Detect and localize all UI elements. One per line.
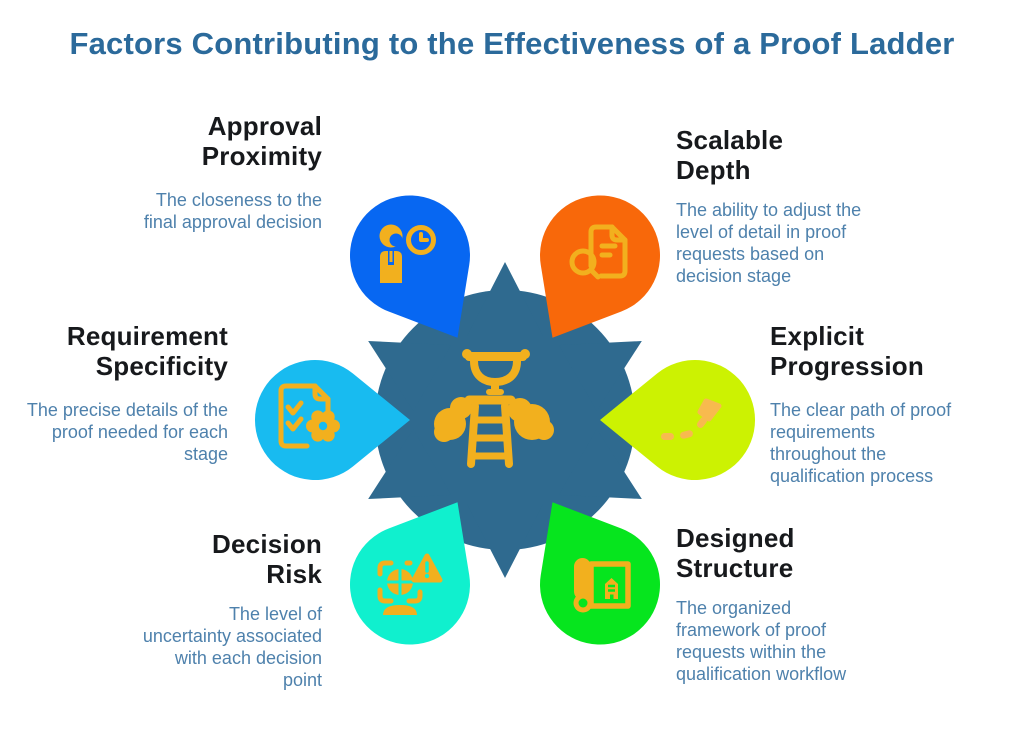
petal-decision-risk <box>350 502 470 645</box>
panel-decision-risk: Decision Risk The level of uncertainty a… <box>118 529 322 692</box>
page-title: Factors Contributing to the Effectivenes… <box>69 26 955 61</box>
petal-shape <box>350 502 470 645</box>
face-cut <box>389 233 403 247</box>
document-magnifier-icon <box>569 224 628 280</box>
factor-title: Designed Structure <box>676 523 795 583</box>
factor-title: Requirement Specificity <box>66 321 228 381</box>
roll-ring-hole <box>578 598 588 608</box>
petal-explicit-progression <box>600 360 756 480</box>
person-warning-icon <box>377 553 443 615</box>
panel-designed-structure: Designed Structure The organized framewo… <box>676 523 894 686</box>
factor-title: Decision Risk <box>212 529 322 589</box>
ladder-icon <box>464 395 516 468</box>
petal-approval-proximity <box>350 195 470 338</box>
petal-shape <box>350 195 470 338</box>
person-clock-icon <box>379 224 436 283</box>
factor-title: Scalable Depth <box>676 125 784 185</box>
gear-icon <box>306 410 340 442</box>
factor-title: Approval Proximity <box>201 111 322 171</box>
petal-designed-structure <box>540 502 660 645</box>
petal-scalable-depth <box>540 195 660 338</box>
factor-description: The ability to adjust the level of detai… <box>676 199 862 286</box>
exclamation-dot <box>424 573 430 579</box>
panel-explicit-progression: Explicit Progression The clear path of p… <box>770 321 982 488</box>
building-door <box>610 594 614 599</box>
factor-description: The organized framework of proof request… <box>676 597 847 684</box>
checklist-gear-icon <box>278 383 340 449</box>
panel-scalable-depth: Scalable Depth The ability to adjust the… <box>676 125 888 288</box>
petal-shape <box>540 195 660 338</box>
factor-description: The closeness to the final approval deci… <box>143 189 322 232</box>
trophy-ladder-cloud-icon <box>434 349 554 468</box>
trophy-icon <box>462 349 530 395</box>
gear-hole <box>318 421 328 431</box>
panel-requirement-specificity: Requirement Specificity The precise deta… <box>10 321 228 466</box>
panel-approval-proximity: Approval Proximity The closeness to the … <box>98 111 322 234</box>
factor-description: The level of uncertainty associated with… <box>142 603 322 690</box>
factor-title: Explicit Progression <box>770 321 924 381</box>
cloud-shape <box>434 397 554 442</box>
petal-shape <box>540 502 660 645</box>
petal-shape <box>600 360 756 480</box>
factor-description: The precise details of the proof needed … <box>26 399 228 464</box>
blueprint-building-icon <box>573 558 631 613</box>
dashed-arrow-icon <box>661 398 722 440</box>
factor-description: The clear path of proof requirements thr… <box>770 399 952 486</box>
